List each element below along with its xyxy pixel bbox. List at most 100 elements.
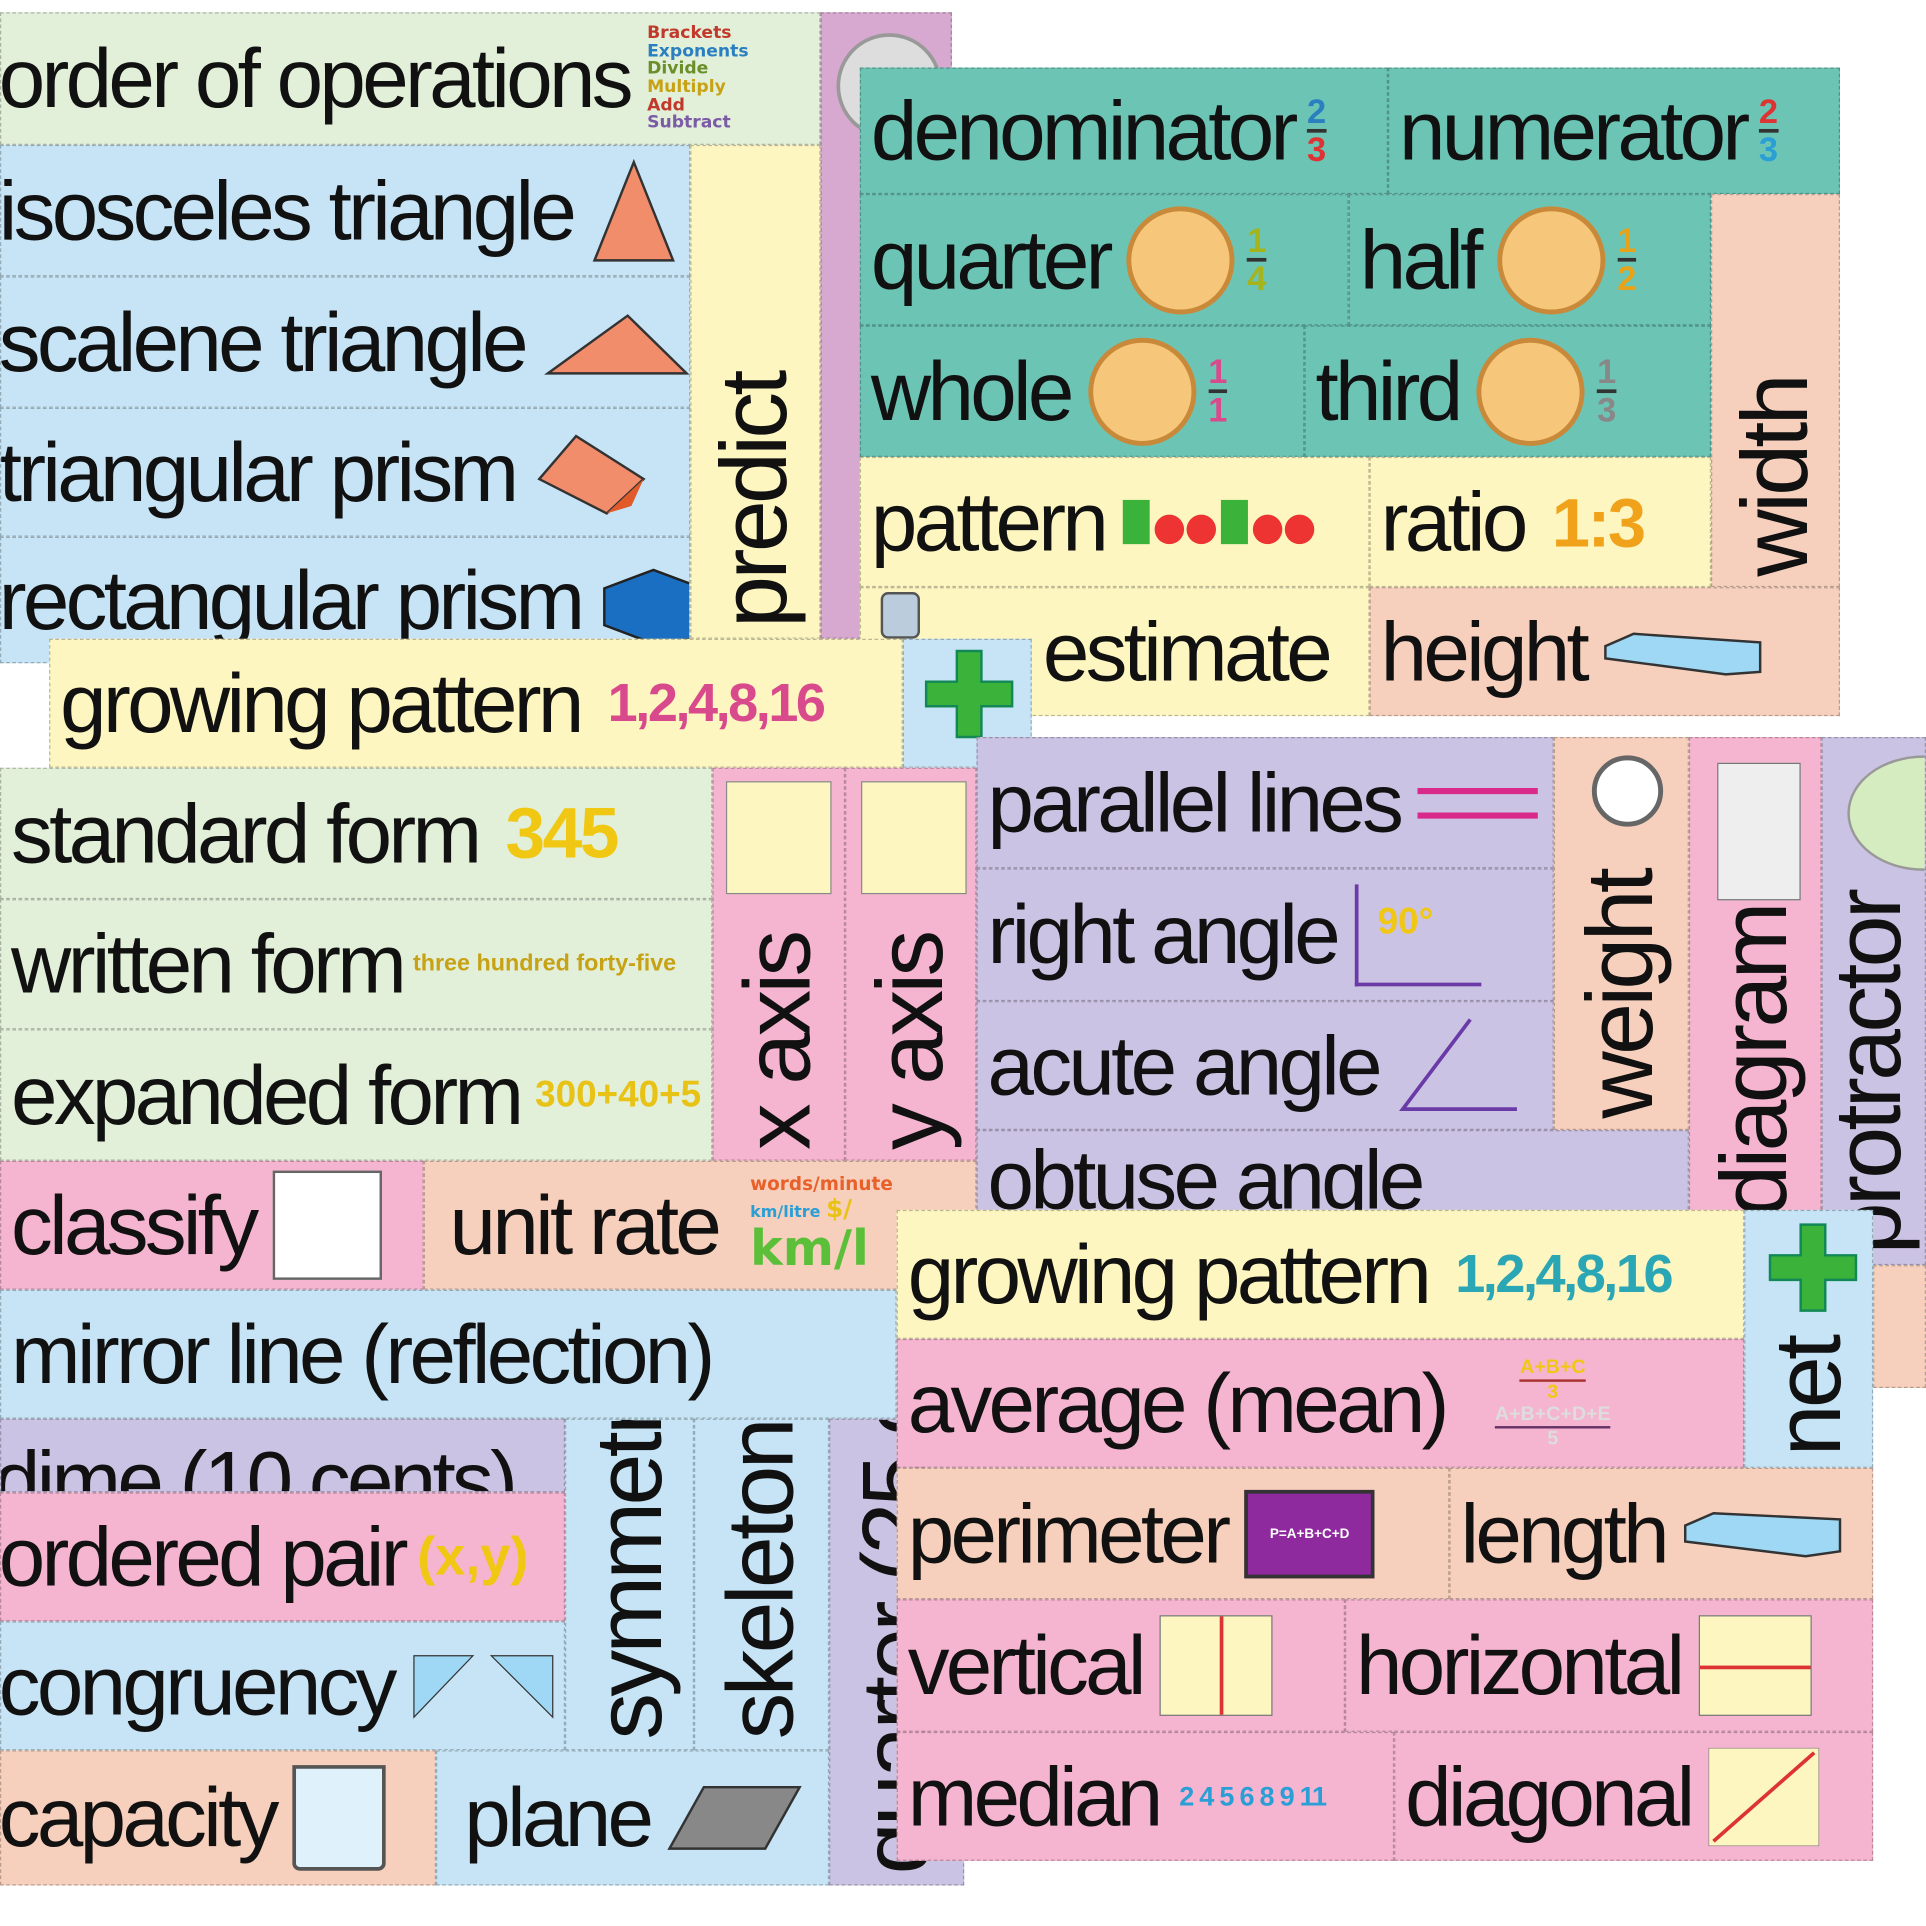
fraction-numerator: 2 [1758, 94, 1778, 133]
card-written-form: written form three hundred forty-five [0, 899, 713, 1030]
card-height: height [1369, 587, 1840, 717]
chart-icon [1717, 762, 1801, 901]
grid-icon [861, 781, 967, 895]
pizza-icon [1087, 337, 1196, 446]
card-capacity: capacity [0, 1750, 437, 1886]
isosceles-triangle-icon [592, 158, 675, 262]
average-formulas: A+B+C 3 A+B+C+D+E 5 [1494, 1357, 1611, 1450]
card-label: y axis [857, 933, 963, 1150]
scale-icon [1591, 755, 1664, 827]
scalene-triangle-icon [544, 313, 690, 375]
card-label: unit rate [449, 1178, 722, 1272]
fraction-denominator: 1 [1208, 390, 1228, 429]
card-classify: classify [0, 1160, 424, 1290]
fraction-denominator: 3 [1597, 390, 1617, 429]
card-label: denominator [870, 84, 1298, 178]
bedmas-item: Subtract [647, 113, 731, 134]
card-length: length [1449, 1467, 1874, 1600]
card-diagonal: diagonal [1394, 1731, 1874, 1861]
card-partial-units [1873, 1265, 1926, 1388]
card-obtuse-angle: obtuse angle [976, 1130, 1689, 1229]
card-label: average (mean) [907, 1356, 1450, 1451]
card-label: pattern [870, 475, 1109, 569]
protractor-icon [1847, 755, 1925, 871]
grid-icon [725, 781, 832, 895]
congruent-shapes-icon [412, 1654, 553, 1719]
card-label: diagonal [1405, 1749, 1695, 1844]
card-median: median 2 4 5 6 8 9 11 [896, 1731, 1395, 1861]
unit-example: km/litre [750, 1203, 821, 1222]
card-label: right angle [987, 888, 1341, 982]
vertical-line-grid-icon [1159, 1615, 1273, 1716]
card-label: net [1755, 1338, 1861, 1457]
formula-denominator: 5 [1547, 1427, 1559, 1449]
card-weight: weight [1553, 736, 1689, 1131]
card-acute-angle: acute angle [976, 1001, 1554, 1131]
median-numbers: 2 4 5 6 8 9 11 [1179, 1780, 1327, 1812]
net-icon [1768, 1223, 1858, 1312]
ratio-value: 1:3 [1551, 483, 1647, 561]
diagonal-line-grid-icon [1708, 1747, 1820, 1846]
card-label: plane [464, 1771, 654, 1865]
number-words: three hundred forty-five [412, 950, 677, 977]
fraction-numerator: 1 [1597, 354, 1617, 394]
fraction-denominator: 4 [1247, 259, 1267, 298]
unit-example: $/ [826, 1193, 853, 1223]
card-label: x axis [725, 933, 831, 1150]
card-label: length [1460, 1486, 1669, 1581]
card-label: whole [870, 344, 1074, 438]
card-ratio: ratio 1:3 [1369, 456, 1712, 588]
card-label: height [1380, 604, 1590, 699]
number-value: 345 [505, 793, 619, 874]
card-predict: predict [690, 144, 821, 639]
bedmas-item: Brackets [647, 23, 732, 43]
perimeter-formula: P=A+B+C+D [1269, 1526, 1350, 1541]
card-right-angle: right angle 90° [976, 868, 1554, 1002]
degrees-label: 90° [1377, 900, 1434, 942]
card-order-of-operations: order of operations Brackets Exponents D… [0, 12, 821, 145]
card-label: horizontal [1356, 1618, 1685, 1713]
box-icon [1684, 1511, 1842, 1557]
card-ordered-pair: ordered pair (x,y) [0, 1492, 566, 1622]
card-label: order of operations [0, 31, 633, 126]
card-growing-pattern-2: growing pattern 1,2,4,8,16 [896, 1209, 1745, 1339]
formula-denominator: 3 [1547, 1381, 1559, 1403]
card-triangular-prism: triangular prism [0, 407, 691, 537]
card-x-axis: x axis [712, 767, 846, 1161]
fraction-denominator: 3 [1306, 130, 1327, 169]
card-label: congruency [0, 1639, 397, 1733]
card-expanded-form: expanded form 300+40+5 [0, 1029, 713, 1161]
card-label: acute angle [987, 1018, 1383, 1113]
bedmas-item: Add [647, 95, 686, 116]
fraction-numerator: 1 [1247, 223, 1267, 262]
card-isosceles-triangle: isosceles triangle [0, 144, 691, 277]
card-label: expanded form [11, 1048, 524, 1142]
card-symmetry: symmetry [565, 1418, 694, 1751]
card-plane: plane [436, 1750, 830, 1886]
card-label: isosceles triangle [0, 163, 577, 258]
card-label: ordered pair [0, 1510, 408, 1604]
card-congruency: congruency [0, 1621, 566, 1751]
rectangular-prism-icon [603, 568, 690, 644]
card-pattern: pattern [859, 456, 1370, 588]
card-label: estimate [1042, 604, 1333, 699]
card-perimeter: perimeter P=A+B+C+D [896, 1467, 1450, 1600]
card-scalene-triangle: scalene triangle [0, 276, 691, 408]
card-growing-pattern: growing pattern 1,2,4,8,16 [49, 638, 903, 768]
card-label: symmetry [576, 1418, 682, 1740]
card-unit-rate: unit rate words/minute km/litre $/ km/l [423, 1160, 977, 1290]
card-label: parallel lines [987, 756, 1404, 850]
card-label: scalene triangle [0, 295, 528, 389]
card-label: standard form [11, 786, 482, 881]
card-label: half [1359, 213, 1484, 307]
pizza-icon [1476, 337, 1585, 446]
card-label: third [1315, 344, 1464, 438]
fraction-numerator: 1 [1208, 354, 1228, 394]
card-horizontal: horizontal [1344, 1599, 1874, 1732]
bedmas-item: Divide [647, 59, 709, 79]
